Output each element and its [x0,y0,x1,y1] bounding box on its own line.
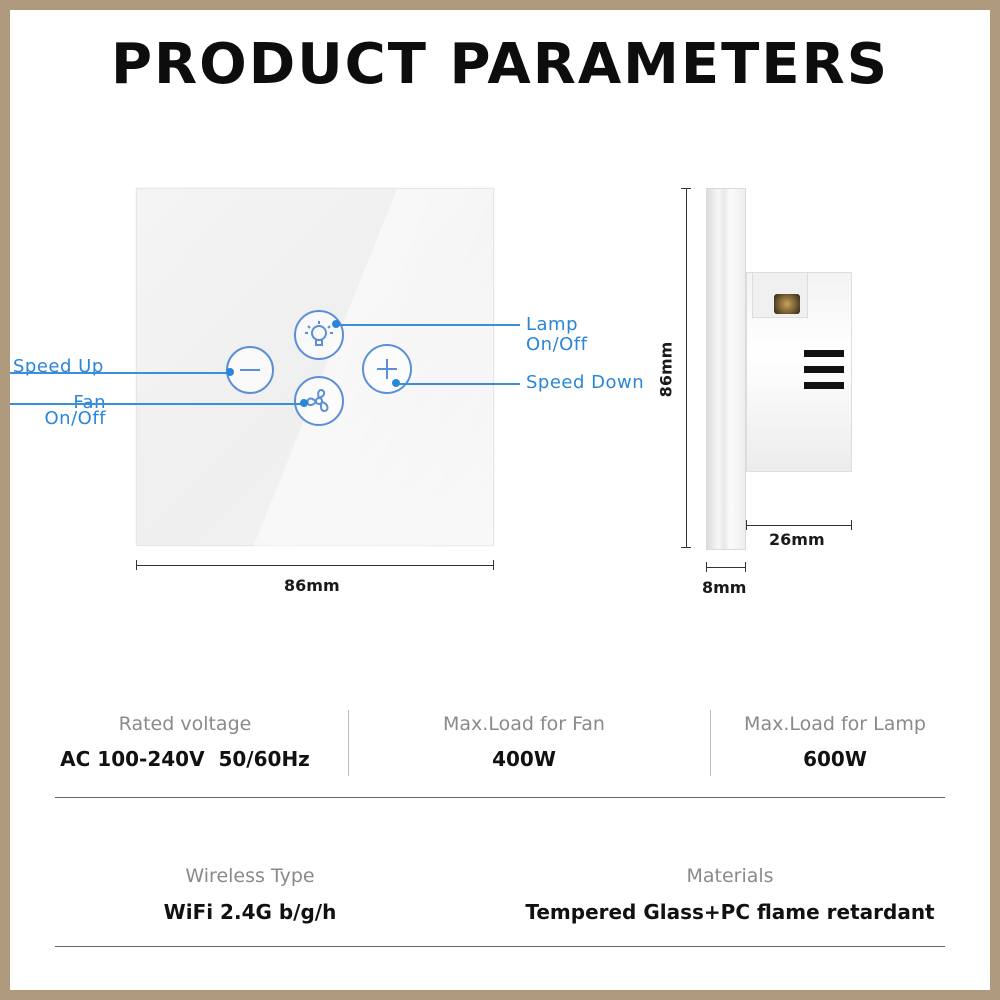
side-vent-slot [804,366,844,373]
speed-down-callout-dot [392,379,400,387]
minus-icon [240,369,260,371]
spec-label: Max.Load for Lamp [744,713,926,735]
screw-terminal [774,294,800,314]
thickness-label: 8mm [702,578,747,597]
speed-down-label: Speed Down [526,372,645,393]
front-width-label: 86mm [284,576,340,595]
speed-down-button[interactable] [362,344,412,394]
spec-row-rule [55,946,945,947]
spec-label: Wireless Type [185,865,315,887]
plus-icon [377,359,397,379]
product-sheet: PRODUCT PARAMETERS [10,10,990,990]
side-vent-slot [804,382,844,389]
spec-label: Rated voltage [118,713,252,735]
lamp-icon [305,321,333,346]
spec-label: Max.Load for Fan [443,713,605,735]
fan-label-line1: Fan [73,392,106,413]
depth-label: 26mm [769,530,825,549]
speed-up-callout-dot [226,368,234,376]
spec-label: Materials [686,865,774,887]
page-title: PRODUCT PARAMETERS [110,32,890,97]
thickness-dimension-line [706,567,746,568]
thickness-tick-right [745,562,746,572]
lamp-button[interactable] [294,310,344,360]
spec-row-rule [55,797,945,798]
fan-button[interactable] [294,376,344,426]
spec-value: 600W [803,747,867,771]
spec-value: 400W [492,747,556,771]
front-width-dimension-line [136,565,494,566]
speed-up-callout-line [10,372,232,374]
lamp-callout-dot [332,320,340,328]
lamp-label-line2: On/Off [526,334,588,355]
spec-divider [348,710,349,776]
spec-value: Tempered Glass+PC flame retardant [525,900,935,924]
spec-divider [710,710,711,776]
speed-up-label: Speed Up [13,356,104,377]
thickness-tick-left [706,562,707,572]
side-height-dimension-line [686,188,687,548]
depth-dimension-line [746,525,852,526]
fan-callout-dot [300,399,308,407]
fan-icon [306,389,329,413]
side-height-tick-top [681,188,691,189]
side-height-label: 86mm [656,341,676,398]
front-width-tick-left [136,560,137,570]
depth-tick-right [851,520,852,530]
side-height-tick-bottom [681,547,691,548]
speed-down-callout-line [396,383,520,385]
front-panel [136,188,494,546]
spec-value: AC 100-240V 50/60Hz [60,747,310,771]
front-width-tick-right [493,560,494,570]
fan-callout-line [10,403,304,405]
lamp-label-line1: Lamp [526,314,579,335]
spec-value: WiFi 2.4G b/g/h [163,900,337,924]
lamp-callout-line [336,324,520,326]
side-view-plate [706,188,746,550]
depth-tick-left [746,520,747,530]
fan-label-line2: On/Off [44,408,106,429]
side-vent-slot [804,350,844,357]
